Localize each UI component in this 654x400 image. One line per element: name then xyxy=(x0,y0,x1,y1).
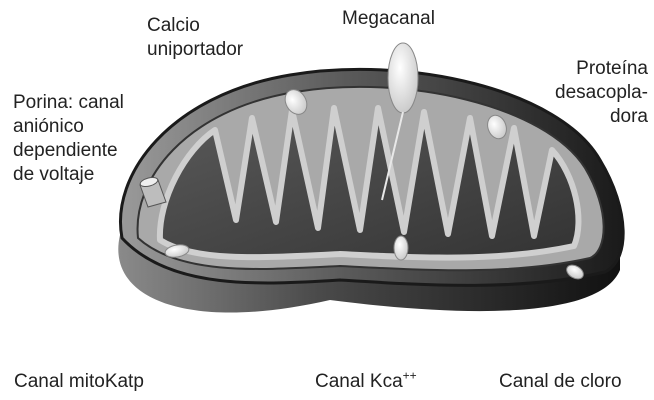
label-line: Porina: canal xyxy=(13,91,124,115)
kca-protein xyxy=(394,236,408,260)
label-canal-mitokatp: Canal mitoKatp xyxy=(14,370,144,394)
label-text: Canal mitoKatp xyxy=(14,371,144,392)
label-porina: Porina: canal aniónico dependiente de vo… xyxy=(13,91,124,187)
label-line: Calcio xyxy=(147,14,243,38)
label-line: Megacanal xyxy=(342,7,435,31)
megacanal-protein xyxy=(388,43,418,113)
label-line: desacopla- xyxy=(555,81,648,105)
label-calcio-uniportador: Calcio uniportador xyxy=(147,14,243,62)
label-line: dependiente xyxy=(13,139,124,163)
label-line: de voltaje xyxy=(13,163,124,187)
label-canal-kca: Canal Kca++ xyxy=(315,370,417,394)
label-superscript: ++ xyxy=(403,369,417,383)
label-line: aniónico xyxy=(13,115,124,139)
label-line: Proteína xyxy=(555,57,648,81)
label-megacanal: Megacanal xyxy=(342,7,435,31)
label-text: Canal Kca xyxy=(315,371,403,392)
label-canal-cloro: Canal de cloro xyxy=(499,370,622,394)
label-line: dora xyxy=(555,105,648,129)
label-proteina-desacopladora: Proteína desacopla- dora xyxy=(555,57,648,129)
label-line: uniportador xyxy=(147,38,243,62)
label-text: Canal de cloro xyxy=(499,371,622,392)
